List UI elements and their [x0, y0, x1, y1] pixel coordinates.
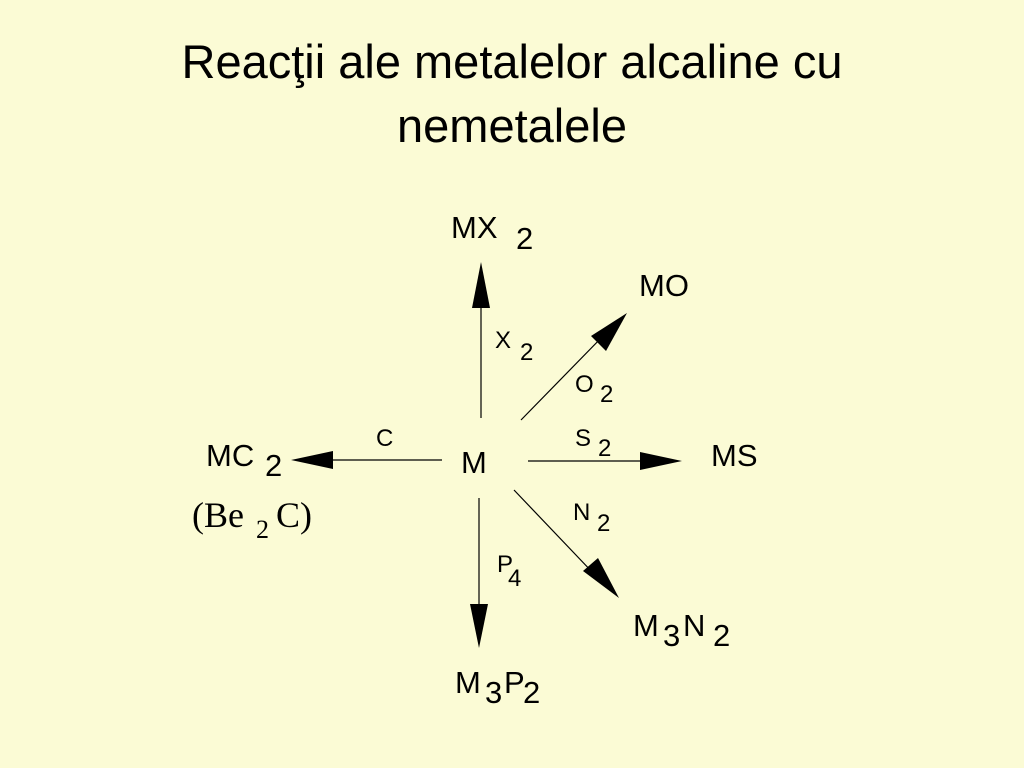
- product-m3p2: M 3 P 2: [455, 665, 540, 710]
- product-be2c: (Be 2 C): [192, 495, 312, 546]
- arrow-x2: [472, 262, 490, 418]
- center-metal: M: [461, 445, 487, 480]
- product-ms: MS: [711, 438, 758, 473]
- product-mx2: MX 2: [451, 210, 533, 256]
- product-mo: MO: [639, 268, 689, 303]
- reagent-o2: O 2: [575, 371, 613, 408]
- reagent-p4: P 4: [497, 551, 521, 592]
- arrow-c: [291, 451, 442, 469]
- reagent-n2: N 2: [573, 499, 610, 537]
- arrow-o2: [520, 313, 627, 421]
- title-line-1: Reacţii ale metalelor alcaline cu: [181, 35, 843, 88]
- slide-title: Reacţii ale metalelor alcaline cu nemeta…: [0, 30, 1024, 158]
- arrow-p4: [470, 498, 488, 648]
- title-line-2: nemetalele: [397, 99, 627, 152]
- arrow-s2: [528, 452, 682, 470]
- product-m3n2: M 3 N 2: [633, 608, 730, 653]
- reagent-c: C: [376, 425, 393, 452]
- reagent-x2: X 2: [495, 327, 533, 366]
- product-mc2: MC 2: [206, 438, 282, 483]
- arrow-n2: [513, 489, 619, 598]
- reagent-s2: S 2: [575, 425, 611, 462]
